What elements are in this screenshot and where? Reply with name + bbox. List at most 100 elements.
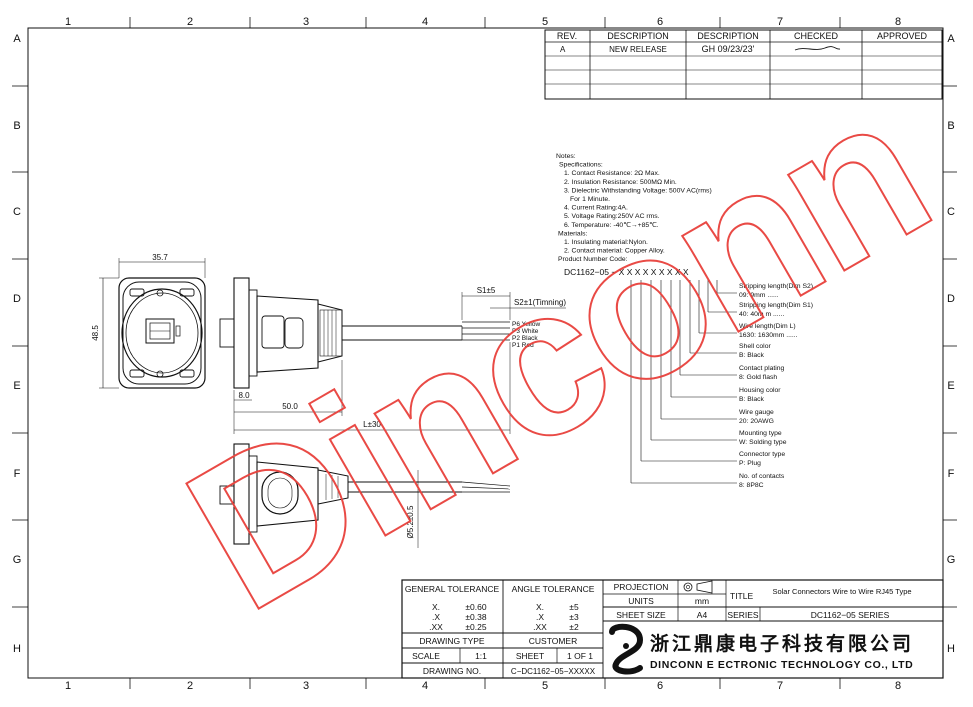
frame-row-label: G (13, 554, 22, 566)
drawing-type: DRAWING TYPE (419, 636, 485, 646)
product-code: DC1162−05 − X X X X X X X X X (564, 267, 689, 277)
side-view-bottom (219, 443, 511, 548)
frame-row-label: A (947, 33, 955, 45)
frame-col-label: 6 (657, 680, 663, 692)
gen-tol-value: ±0.25 (465, 622, 486, 632)
frame-col-label: 8 (895, 16, 901, 28)
frame-col-label: 4 (422, 16, 428, 28)
company-logo-icon (609, 623, 644, 675)
side-view-top (219, 277, 566, 434)
watermark-text: Dinconn (152, 52, 961, 654)
code-label-title: Shell color (739, 343, 771, 350)
note-line: 3. Dielectric Withstanding Voltage: 500V… (564, 187, 712, 194)
dim-8: 8.0 (238, 391, 250, 400)
ang-tol-value: ±3 (569, 612, 579, 622)
note-line: 2. Insulation Resistance: 500MΩ Min. (564, 179, 677, 186)
title-block (401, 579, 944, 679)
frame-col-label: 7 (777, 680, 783, 692)
checked-signature (794, 46, 841, 51)
frame-col-label: 1 (65, 680, 71, 692)
sheet-value: 1 OF 1 (567, 651, 593, 661)
frame-row-label: G (947, 554, 956, 566)
note-line: 2. Contact material: Copper Alloy. (564, 248, 665, 255)
frame-col-label: 5 (542, 16, 548, 28)
ang-tol-value: ±2 (569, 622, 579, 632)
dim-height-front: 48.5 (91, 325, 100, 341)
dim-l: L±30 (363, 420, 381, 429)
frame-row-label: C (13, 206, 21, 218)
frame-row-label: H (13, 643, 21, 655)
code-label-value: 1630: 1630mm ...... (739, 332, 798, 339)
scale-value: 1:1 (475, 651, 487, 661)
gen-tol-key: .X (432, 612, 440, 622)
projection-label: PROJECTION (614, 582, 669, 592)
sheet-size-value: A4 (697, 610, 708, 620)
note-line: 6. Temperature: -40℃→+85℃. (564, 222, 659, 229)
series-label: SERIES (727, 610, 759, 620)
company-name-cn: 浙江鼎康电子科技有限公司 (650, 632, 914, 655)
code-label-value: W: Solding type (739, 439, 787, 446)
frame-col-label: 1 (65, 16, 71, 28)
gen-tol-key: .XX (429, 622, 443, 632)
checked-header: CHECKED (794, 31, 839, 41)
code-label-value: 40: 40m m ...... (739, 311, 784, 318)
series-value: DC1162−05 SERIES (811, 610, 890, 620)
note-line: Notes: (556, 153, 576, 160)
code-label-title: Wire gauge (739, 409, 774, 416)
note-line: Specifications: (559, 162, 603, 169)
wire-p3: P3 White (512, 328, 539, 335)
code-label-value: 8: 8P8C (739, 482, 764, 489)
frame-row-label: E (947, 380, 954, 392)
frame-row-label: B (13, 120, 20, 132)
frame-col-label: 2 (187, 16, 193, 28)
code-label-title: Mounting type (739, 430, 782, 437)
notes: Notes:Specifications:1. Contact Resistan… (556, 153, 712, 263)
code-label-title: Stripping length(Dim S1) (739, 302, 813, 309)
drawing-no: C−DC1162−05−XXXXX (511, 667, 596, 676)
code-label-title: No. of contacts (739, 473, 785, 480)
approved-header: APPROVED (877, 31, 928, 41)
gen-tol-value: ±0.38 (465, 612, 486, 622)
note-line: Materials: (558, 230, 588, 237)
revision-table: REV. DESCRIPTION DESCRIPTION CHECKED APP… (544, 29, 943, 100)
frame-col-label: 3 (303, 16, 309, 28)
code-label-title: Connector type (739, 451, 785, 458)
ang-tol-key: X. (536, 602, 544, 612)
frame-col-label: 3 (303, 680, 309, 692)
code-label-title: Stripping length(Dim S2) (739, 283, 813, 290)
code-label-value: 20: 20AWG (739, 418, 774, 425)
frame-row-label: F (14, 468, 21, 480)
sheet-size-label: SHEET SIZE (616, 610, 666, 620)
frame-col-label: 7 (777, 16, 783, 28)
ang-tol-value: ±5 (569, 602, 579, 612)
title-value: Solar Connectors Wire to Wire RJ45 Type (772, 587, 911, 596)
note-line: 4. Current Rating:4A. (564, 205, 628, 212)
rev-description: NEW RELEASE (609, 45, 667, 54)
frame-row-label: D (947, 293, 955, 305)
frame-col-label: 4 (422, 680, 428, 692)
desc-header-2: DESCRIPTION (697, 31, 759, 41)
frame-col-label: 2 (187, 680, 193, 692)
rev-header: REV. (557, 31, 577, 41)
dim-s1: S1±5 (477, 286, 496, 295)
drawing-no-label: DRAWING NO. (423, 666, 481, 676)
tolerance-rows: X.±0.60.X±0.38.XX±0.25X.±5.X±3.XX±2 (429, 602, 579, 632)
sheet-label: SHEET (516, 651, 544, 661)
company-name-en: DINCONN E ECTRONIC TECHNOLOGY CO., LTD (650, 659, 913, 671)
rev-date: GH 09/23/23' (702, 44, 755, 54)
frame-row-label: C (947, 206, 955, 218)
code-label-title: Housing color (739, 387, 781, 394)
ang-tol-key: .XX (533, 622, 547, 632)
note-line: 5. Voltage Rating:250V AC rms. (564, 213, 660, 220)
code-label-value: B: Black (739, 352, 765, 359)
wire-p1: P1 Red (512, 342, 534, 349)
frame-row-label: F (948, 468, 955, 480)
angle-tolerance: ANGLE TOLERANCE (512, 584, 595, 594)
watermark: Dinconn (151, 51, 962, 655)
frame-col-label: 5 (542, 680, 548, 692)
code-label-title: Contact plating (739, 365, 785, 372)
dim-width-front: 35.7 (152, 253, 168, 262)
wire-p6: P6 Yellow (512, 321, 540, 328)
